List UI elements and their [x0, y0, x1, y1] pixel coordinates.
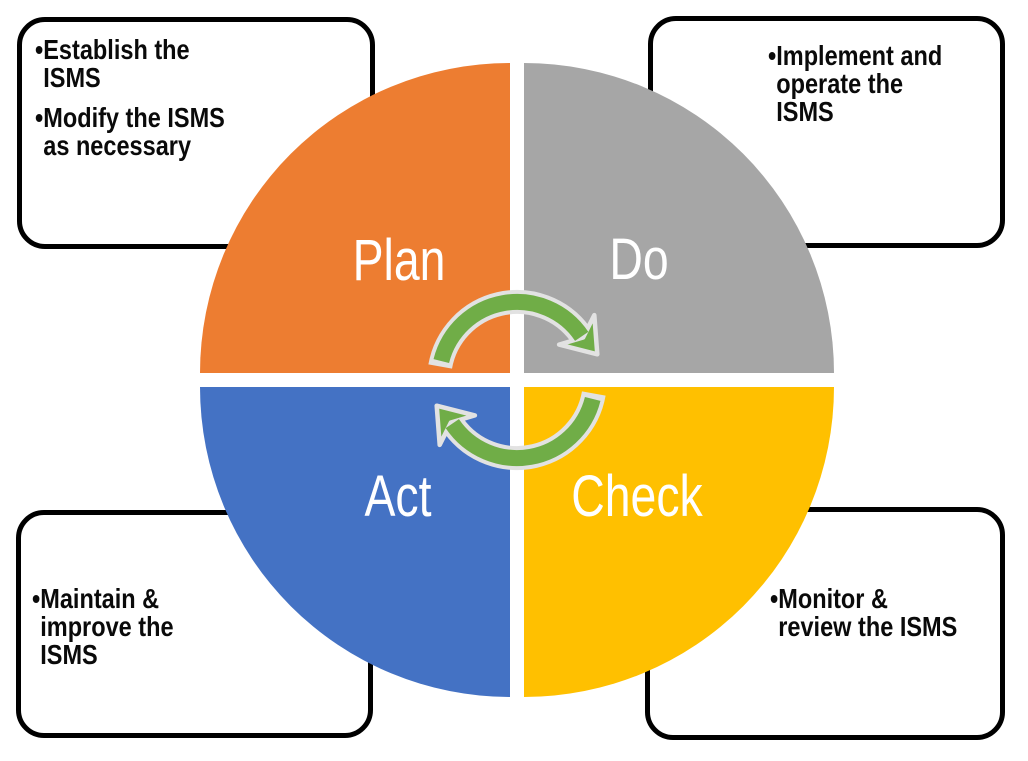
callout-check-text: • Monitor & review the ISMS [770, 585, 962, 641]
callout-act-text: • Maintain & improve the ISMS [32, 585, 204, 669]
bullet-icon: • [35, 34, 44, 65]
list-item: • Modify the ISMS as necessary [35, 104, 238, 160]
list-item: • Maintain & improve the ISMS [32, 585, 204, 669]
callout-check-item-1: Monitor & review the ISMS [778, 583, 958, 642]
quadrant-act [200, 387, 510, 697]
cycle-arrow-top-head-icon [556, 312, 600, 357]
cycle-arrow-bottom-body [445, 396, 601, 467]
callout-do-text: • Implement and operate the ISMS [768, 42, 957, 126]
callout-act-item-1: Maintain & improve the ISMS [40, 583, 174, 670]
callout-plan-item-1: Establish the ISMS [43, 34, 190, 93]
bullet-icon: • [770, 583, 779, 614]
quadrant-do [524, 63, 834, 373]
cycle-arrow-top-body [433, 293, 589, 364]
callout-do-item-1: Implement and operate the ISMS [776, 40, 943, 127]
list-item: • Monitor & review the ISMS [770, 585, 962, 641]
bullet-icon: • [768, 40, 777, 71]
callout-plan-text: • Establish the ISMS • Modify the ISMS a… [35, 36, 238, 160]
list-item: • Implement and operate the ISMS [768, 42, 957, 126]
quadrant-plan [200, 63, 510, 373]
quadrant-label-plan: Plan [352, 228, 446, 293]
bullet-icon: • [35, 102, 44, 133]
quadrant-check [524, 387, 834, 697]
quadrant-label-do: Do [609, 227, 669, 292]
quadrant-label-check: Check [571, 464, 703, 529]
cycle-arrow-bottom-head-icon [434, 403, 478, 448]
quadrant-label-act: Act [364, 464, 432, 529]
callout-plan-item-2: Modify the ISMS as necessary [43, 102, 225, 161]
bullet-icon: • [32, 583, 41, 614]
list-item: • Establish the ISMS [35, 36, 238, 92]
